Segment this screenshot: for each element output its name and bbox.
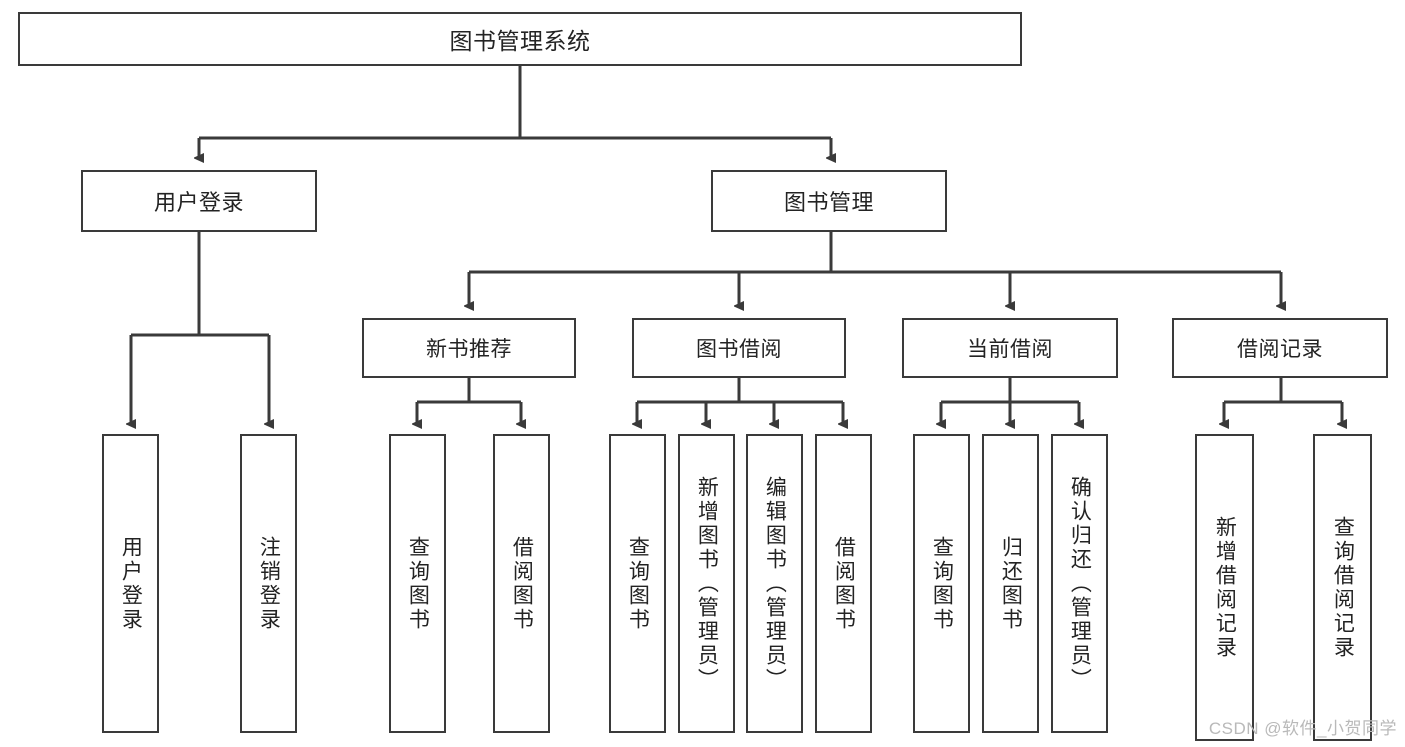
leaf-user-login-login[interactable]: 用户登录 (102, 434, 159, 733)
node-user-login[interactable]: 用户登录 (81, 170, 317, 232)
node-book-borrow[interactable]: 图书借阅 (632, 318, 846, 378)
node-new-book-recommend[interactable]: 新书推荐 (362, 318, 576, 378)
leaf-book-borrow-edit-book-admin[interactable]: 编辑图书（管理员） (746, 434, 803, 733)
node-current-borrow[interactable]: 当前借阅 (902, 318, 1118, 378)
leaf-book-borrow-add-book-admin[interactable]: 新增图书（管理员） (678, 434, 735, 733)
leaf-new-book-query-book[interactable]: 查询图书 (389, 434, 446, 733)
leaf-current-borrow-query-book[interactable]: 查询图书 (913, 434, 970, 733)
leaf-borrow-record-add-record[interactable]: 新增借阅记录 (1195, 434, 1254, 741)
node-book-management[interactable]: 图书管理 (711, 170, 947, 232)
leaf-new-book-borrow-book[interactable]: 借阅图书 (493, 434, 550, 733)
leaf-current-borrow-confirm-return-admin[interactable]: 确认归还（管理员） (1051, 434, 1108, 733)
csdn-watermark: CSDN @软件_小贺同学 (1208, 719, 1397, 738)
leaf-current-borrow-return-book[interactable]: 归还图书 (982, 434, 1039, 733)
leaf-user-login-logout[interactable]: 注销登录 (240, 434, 297, 733)
node-root-book-management-system[interactable]: 图书管理系统 (18, 12, 1022, 66)
node-borrow-record[interactable]: 借阅记录 (1172, 318, 1388, 378)
leaf-book-borrow-borrow-book[interactable]: 借阅图书 (815, 434, 872, 733)
leaf-borrow-record-query-record[interactable]: 查询借阅记录 (1313, 434, 1372, 741)
leaf-book-borrow-query-book[interactable]: 查询图书 (609, 434, 666, 733)
